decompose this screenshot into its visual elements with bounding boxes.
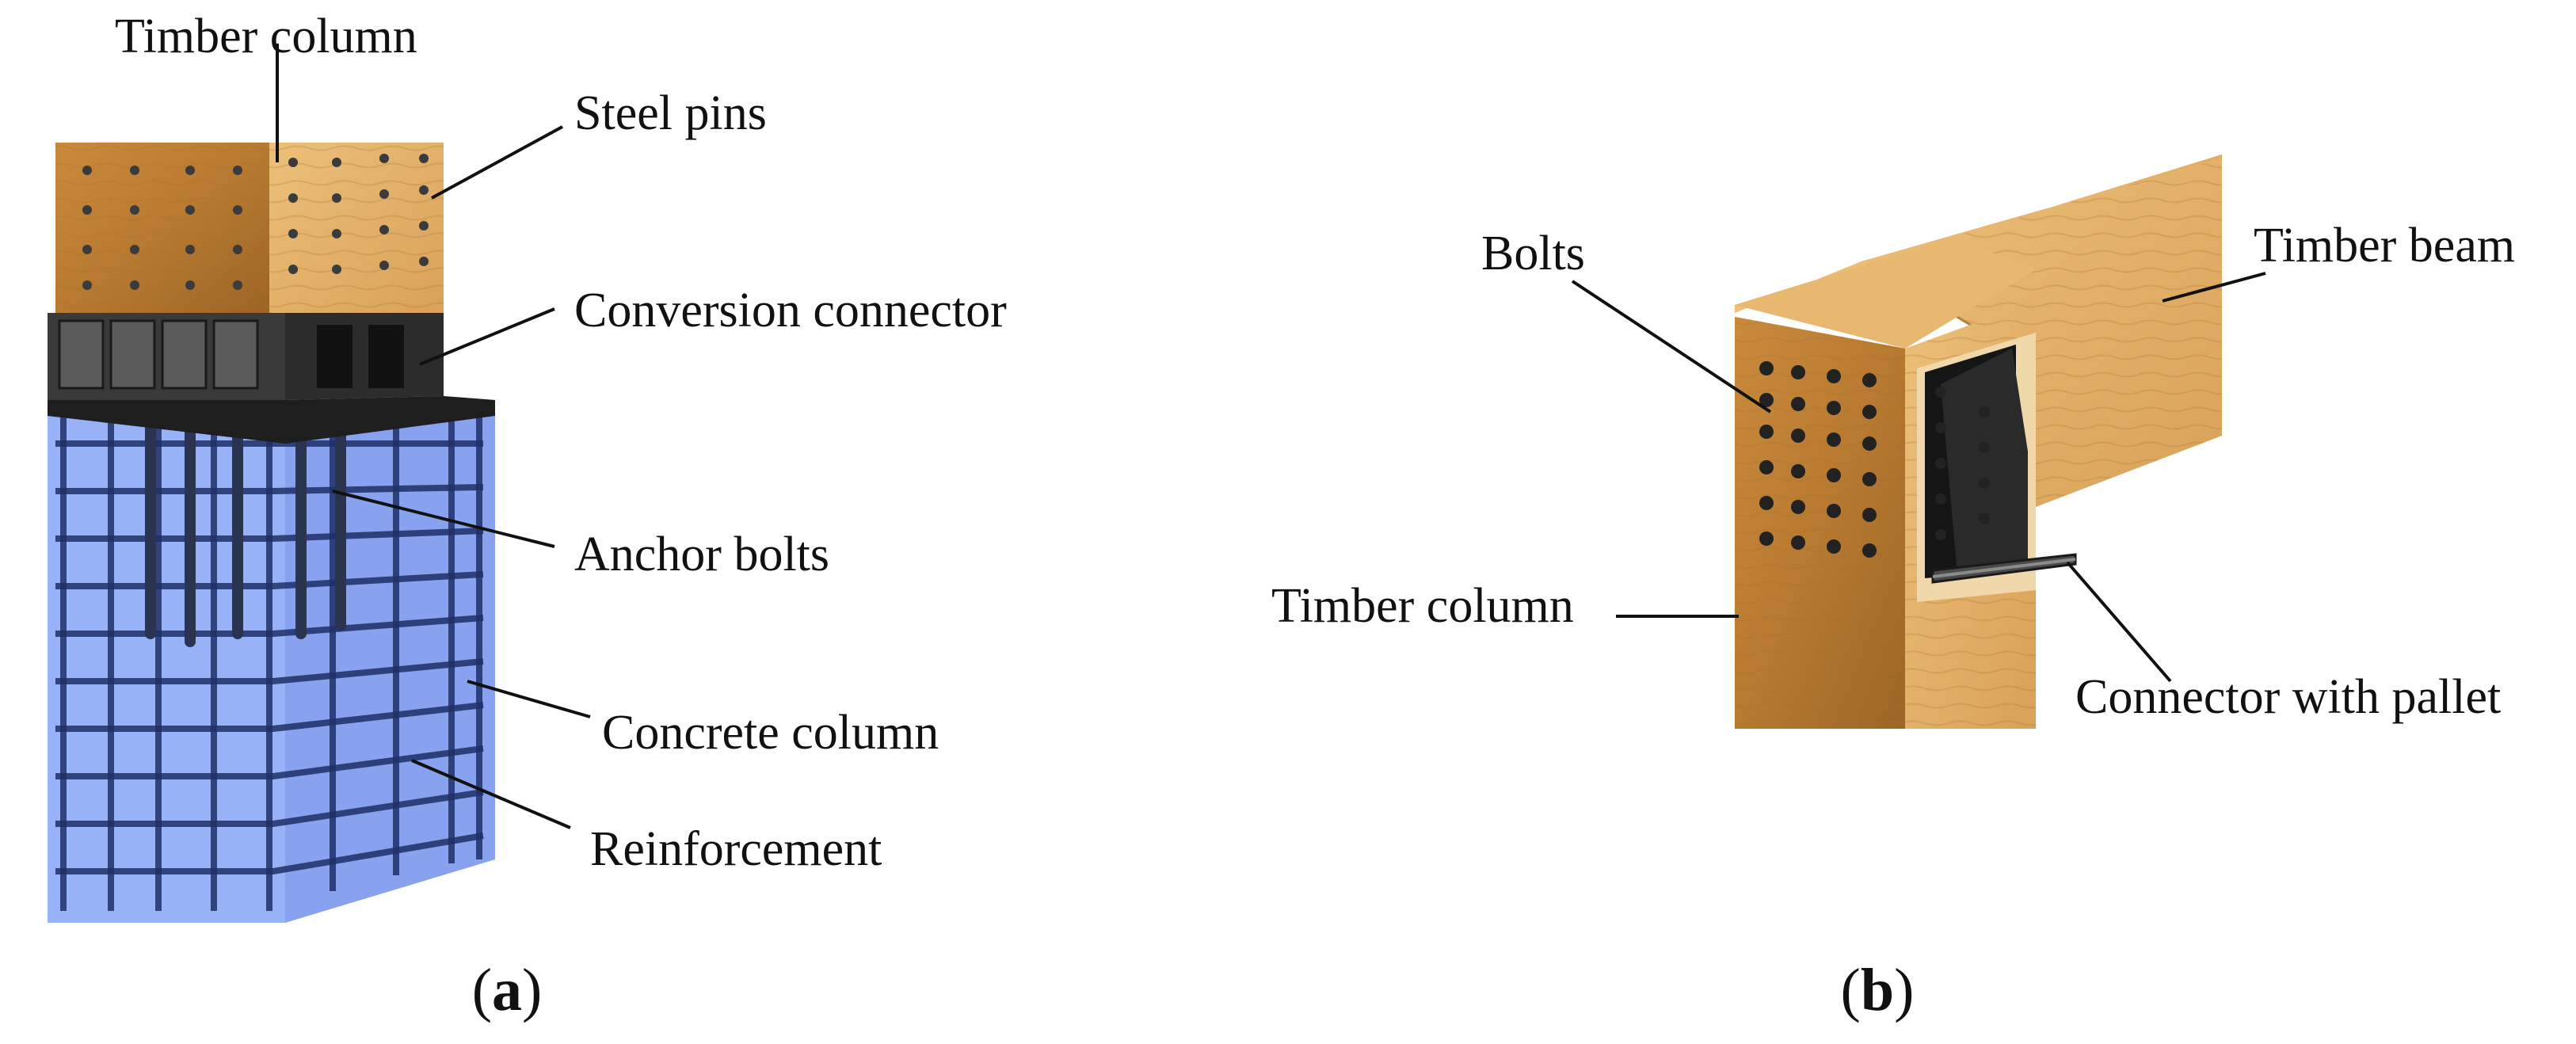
label-reinforcement: Reinforcement <box>590 822 882 876</box>
label-steel-pins: Steel pins <box>574 86 767 140</box>
reinforcement-cage <box>55 412 484 911</box>
label-timber-beam: Timber beam <box>2254 219 2515 272</box>
label-timber-column-b: Timber column <box>1271 579 1574 633</box>
caption-b: (b) <box>1841 957 1915 1023</box>
label-anchor-bolts: Anchor bolts <box>574 528 829 581</box>
label-connector-with-pallet: Connector with pallet <box>2075 670 2501 724</box>
label-timber-column-a: Timber column <box>115 10 417 63</box>
leader-lines-b <box>1571 272 2266 683</box>
timber-column-shape <box>55 143 444 313</box>
leader-lines-a <box>276 44 591 829</box>
conversion-connector-shape <box>48 313 495 444</box>
caption-a: (a) <box>472 957 543 1023</box>
steel-pins-shape <box>82 154 429 290</box>
label-concrete-column: Concrete column <box>602 706 939 760</box>
connector-with-pallet-shape <box>1917 333 2077 602</box>
label-conversion-connector: Conversion connector <box>574 284 1007 337</box>
panel-a: Timber column Steel pins Conversion conn… <box>48 10 1007 1023</box>
panel-b: Bolts Timber beam Timber column Connecto… <box>1271 154 2515 1023</box>
bolts-shape <box>1759 361 1990 558</box>
anchor-bolts-shape <box>145 414 346 647</box>
label-bolts: Bolts <box>1481 227 1585 280</box>
